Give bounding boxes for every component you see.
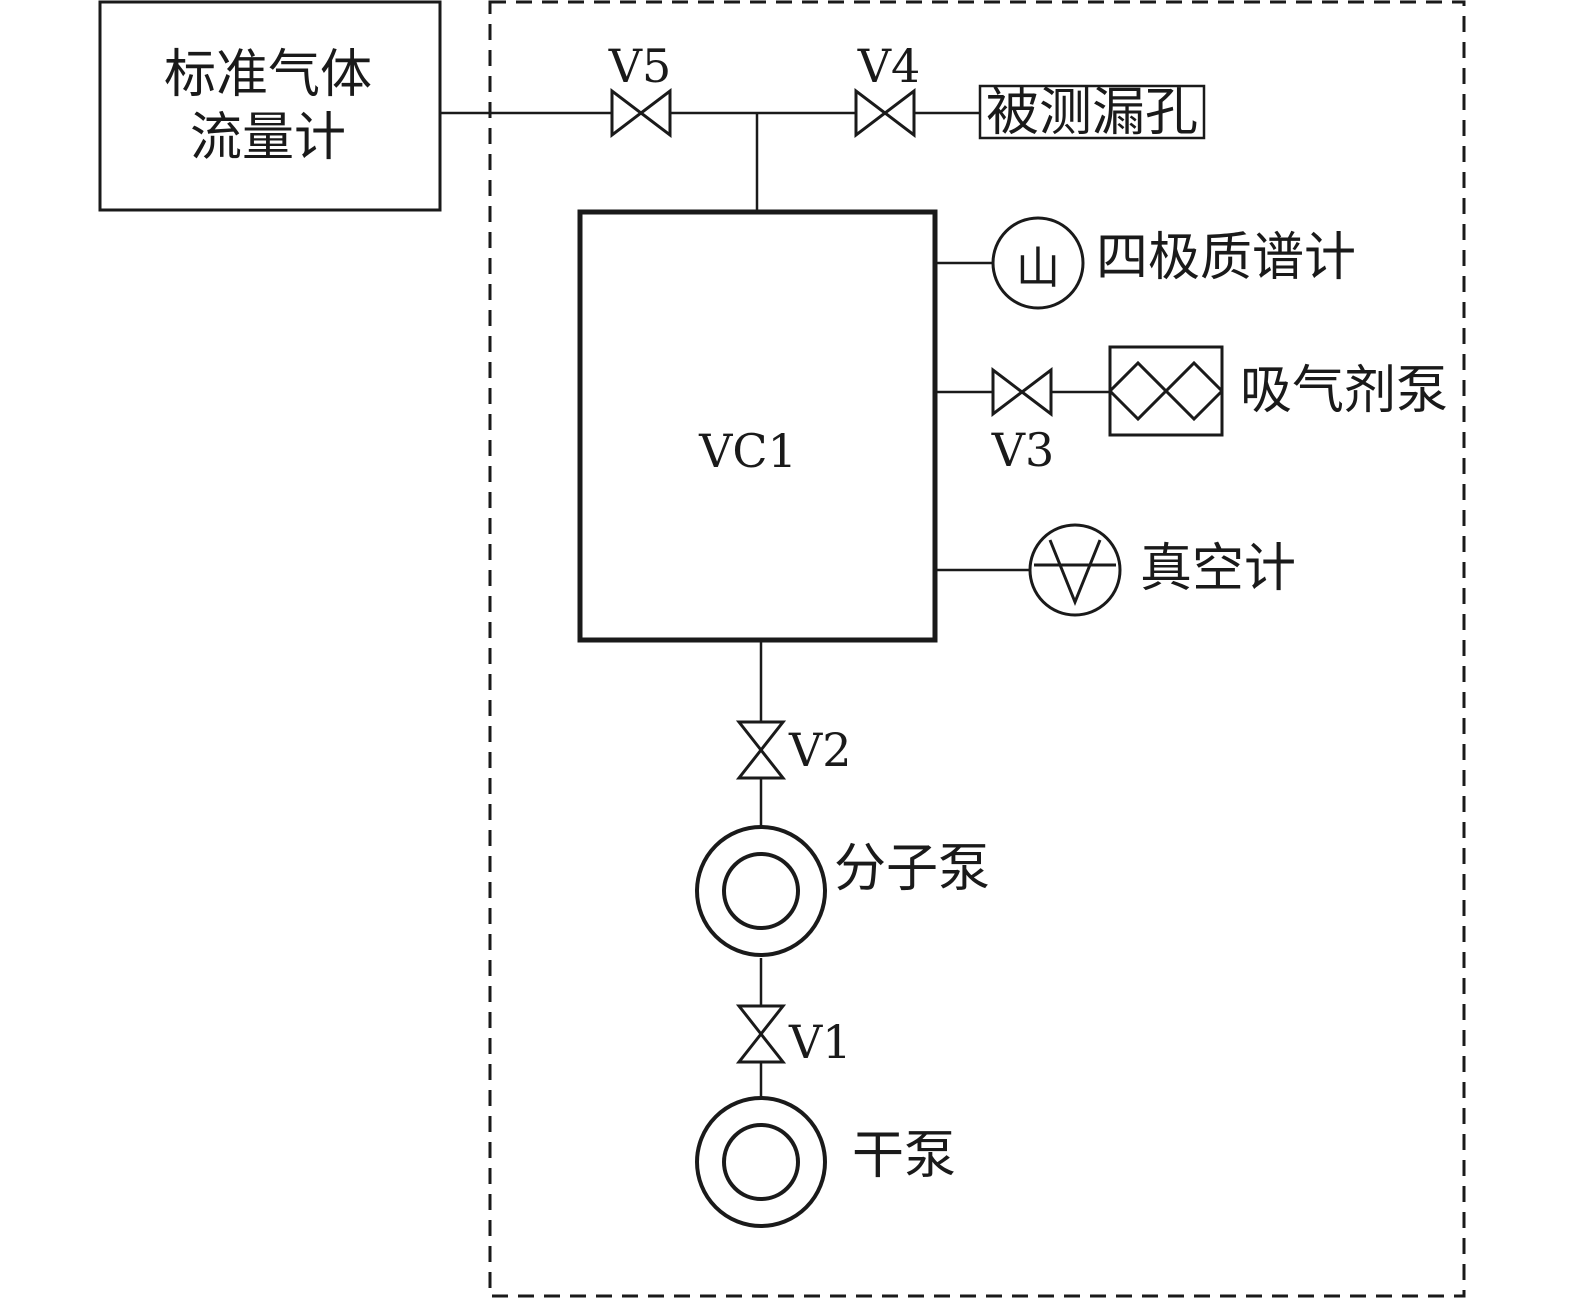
valve-v1: V1 <box>735 1004 852 1069</box>
vacuum-chamber-vc1: VC1 <box>577 209 938 643</box>
dry-pump-label: 干泵 <box>852 1126 956 1186</box>
valve-v4-label: V4 <box>857 39 921 93</box>
test-leak: 被测漏孔 <box>978 83 1206 143</box>
valve-v3-label: V3 <box>991 423 1055 477</box>
flowmeter-label-line2: 流量计 <box>190 108 346 168</box>
valve-v2: V2 <box>735 720 852 780</box>
valve-v5: V5 <box>608 39 672 139</box>
molecular-pump-label: 分子泵 <box>834 839 990 899</box>
molecular-pump: 分子泵 <box>695 825 990 957</box>
standard-gas-flowmeter: 标准气体 流量计 <box>98 0 442 212</box>
flowmeter-label-line1: 标准气体 <box>164 45 372 105</box>
vacuum-gauge-label: 真空计 <box>1140 539 1296 599</box>
quadrupole-mass-spectrometer: 山 四极质谱计 <box>935 216 1356 310</box>
top-gas-line <box>440 111 980 213</box>
getter-pump-label: 吸气剂泵 <box>1240 361 1448 421</box>
qms-label: 四极质谱计 <box>1096 228 1356 288</box>
test-leak-label: 被测漏孔 <box>986 83 1198 143</box>
system-boundary <box>488 0 1466 1298</box>
getter-pump: 吸气剂泵 <box>1108 345 1448 437</box>
valve-v5-label: V5 <box>608 39 672 93</box>
valve-v1-label: V1 <box>788 1015 852 1069</box>
valve-v4: V4 <box>854 39 921 139</box>
valve-v2-label: V2 <box>788 723 852 777</box>
qms-symbol: 山 <box>1016 243 1060 294</box>
valve-v3: V3 <box>991 366 1055 477</box>
vacuum-gauge: 真空计 <box>935 523 1296 617</box>
dry-pump: 干泵 <box>695 1096 956 1228</box>
chamber-label: VC1 <box>698 424 797 478</box>
